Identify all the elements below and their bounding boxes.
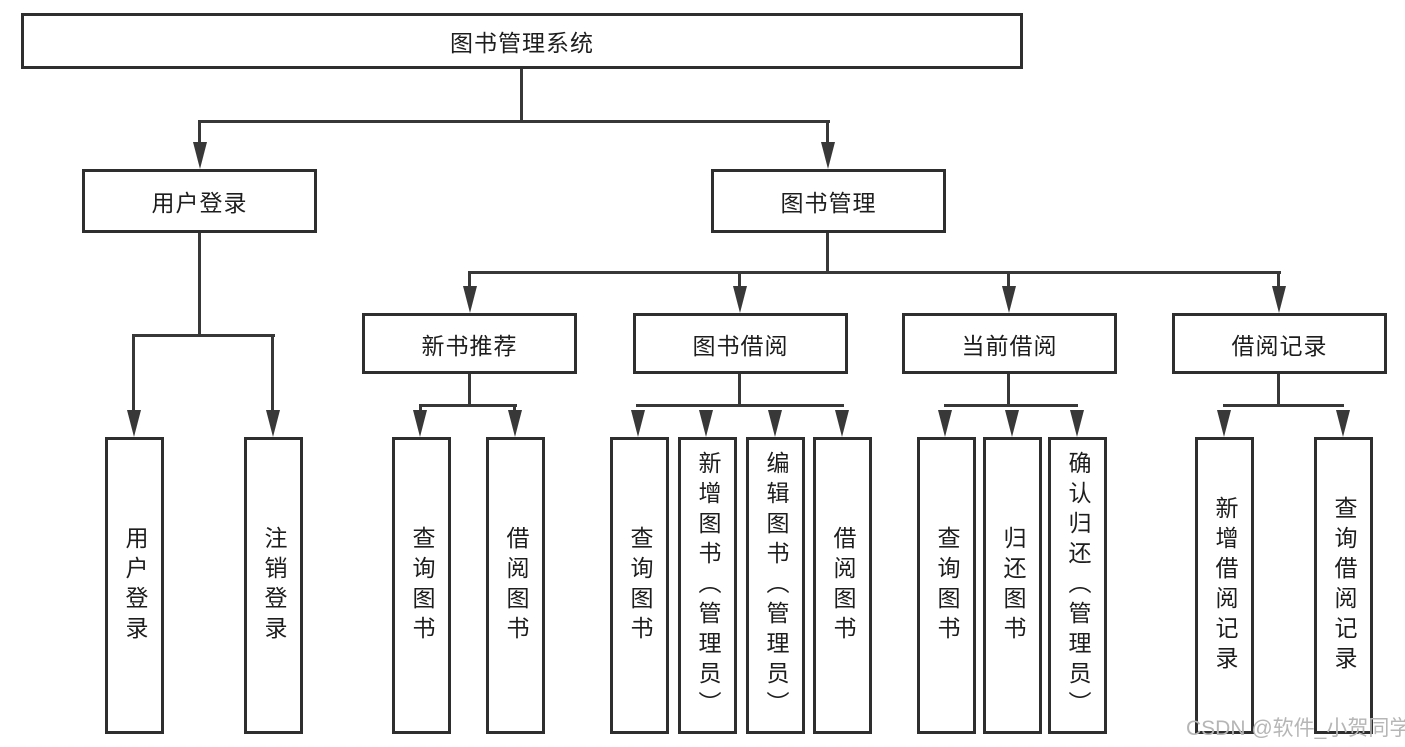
arrow-down-icon (1336, 410, 1350, 437)
connector-line (468, 271, 471, 291)
arrow-down-icon (127, 410, 141, 437)
leaf-query-books-borrowing: 查询图书 (610, 437, 669, 734)
arrow-down-icon (1272, 286, 1286, 313)
leaf-query-books-current: 查询图书 (917, 437, 976, 734)
connector-line (132, 334, 275, 337)
node-borrowing-records: 借阅记录 (1172, 313, 1387, 374)
leaf-borrow-books: 借阅图书 (813, 437, 872, 734)
arrow-down-icon (733, 286, 747, 313)
arrow-down-icon (699, 410, 713, 437)
leaf-confirm-return-admin: 确认归还（管理员） (1048, 437, 1107, 734)
connector-line (944, 404, 1078, 407)
arrow-down-icon (631, 410, 645, 437)
connector-line (1007, 271, 1010, 291)
arrow-down-icon (821, 142, 835, 169)
leaf-edit-book-admin: 编辑图书（管理员） (746, 437, 805, 734)
connector-line (198, 120, 201, 146)
connector-line (1277, 271, 1280, 291)
leaf-logout: 注销登录 (244, 437, 303, 734)
arrow-down-icon (1005, 410, 1019, 437)
leaf-query-borrow-record: 查询借阅记录 (1314, 437, 1373, 734)
connector-line (826, 120, 829, 146)
arrow-down-icon (463, 286, 477, 313)
leaf-add-book-admin: 新增图书（管理员） (678, 437, 737, 734)
arrow-down-icon (1217, 410, 1231, 437)
leaf-query-books-recommend: 查询图书 (392, 437, 451, 734)
leaf-add-borrow-record: 新增借阅记录 (1195, 437, 1254, 734)
connector-line (468, 374, 471, 407)
node-new-book-recommend: 新书推荐 (362, 313, 577, 374)
leaf-borrow-books-recommend: 借阅图书 (486, 437, 545, 734)
connector-line (738, 271, 741, 291)
leaf-return-book: 归还图书 (983, 437, 1042, 734)
arrow-down-icon (266, 410, 280, 437)
connector-line (198, 233, 201, 337)
connector-line (132, 334, 135, 414)
connector-line (1277, 374, 1280, 407)
connector-line (419, 404, 517, 407)
arrow-down-icon (1070, 410, 1084, 437)
connector-line (1223, 404, 1344, 407)
connector-line (520, 69, 523, 120)
arrow-down-icon (1002, 286, 1016, 313)
connector-line (1007, 374, 1010, 407)
connector-line (198, 120, 830, 123)
connector-line (271, 334, 274, 414)
arrow-down-icon (413, 410, 427, 437)
connector-line (826, 233, 829, 274)
node-book-management: 图书管理 (711, 169, 946, 233)
node-current-borrowing: 当前借阅 (902, 313, 1117, 374)
arrow-down-icon (508, 410, 522, 437)
arrow-down-icon (768, 410, 782, 437)
connector-line (636, 404, 844, 407)
node-library-management-system: 图书管理系统 (21, 13, 1023, 69)
arrow-down-icon (193, 142, 207, 169)
arrow-down-icon (938, 410, 952, 437)
node-user-login: 用户登录 (82, 169, 317, 233)
leaf-user-login: 用户登录 (105, 437, 164, 734)
watermark: CSDN @软件_小贺同学 (1186, 717, 1405, 740)
connector-line (738, 374, 741, 407)
connector-line (468, 271, 1281, 274)
arrow-down-icon (835, 410, 849, 437)
node-book-borrowing: 图书借阅 (633, 313, 848, 374)
